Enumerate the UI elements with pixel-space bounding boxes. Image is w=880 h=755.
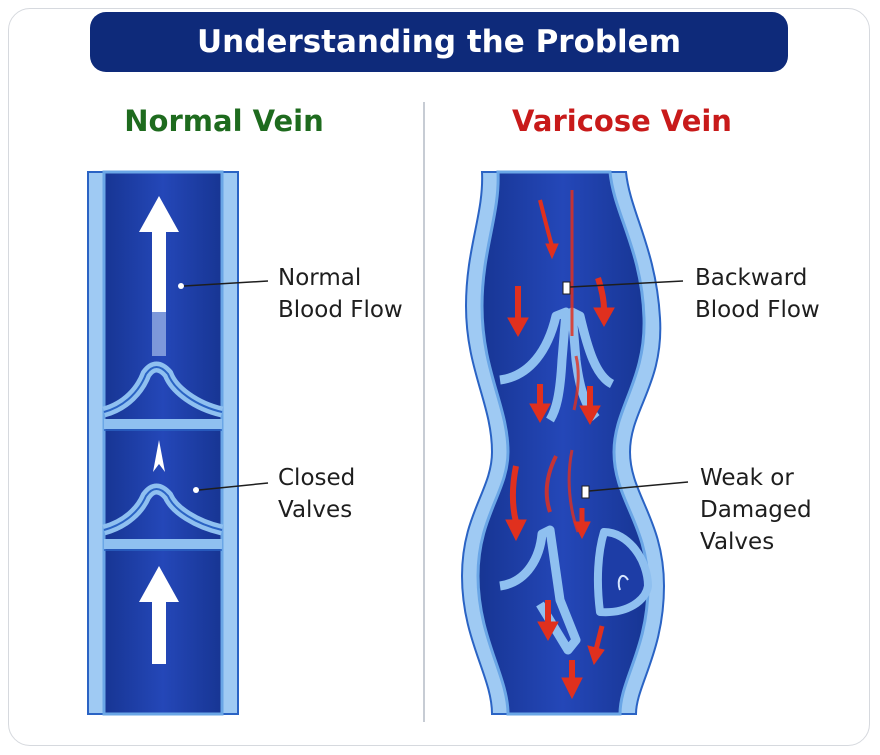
closed-valves-pointer [193, 487, 199, 493]
varicose-vein [460, 170, 689, 716]
normal-blood-flow-line-2: Blood Flow [278, 297, 403, 323]
closed-valves-line-1: Closed [278, 465, 356, 491]
normal-flow-pointer [178, 283, 184, 289]
normal-blood-flow-label: Normal Blood Flow [278, 262, 403, 326]
title-banner [90, 12, 788, 72]
normal-vein [87, 170, 269, 716]
damaged-valves-line-2: Damaged [700, 497, 812, 523]
closed-valves-leader [198, 482, 269, 491]
backward-flow-leader [569, 280, 684, 288]
closed-valves-line-2: Valves [278, 497, 353, 523]
normal-valve-upper [102, 361, 224, 431]
damaged-valves-pointer [581, 485, 590, 499]
normal-vein-heading: Normal Vein [124, 104, 324, 138]
damaged-valves-line-1: Weak or [700, 465, 794, 491]
backward-flow-pointer [562, 281, 571, 295]
damaged-valves-leader [588, 481, 689, 492]
normal-flow-arrow-bottom [139, 566, 179, 664]
page-title: Understanding the Problem [196, 24, 682, 60]
damaged-valves-line-3: Valves [700, 529, 775, 555]
backward-flow-arrows [505, 190, 615, 700]
normal-flow-arrow-top [139, 196, 179, 356]
varicose-vein-heading: Varicose Vein [512, 104, 732, 138]
panel-divider [423, 102, 425, 722]
normal-flow-leader [183, 280, 269, 287]
varicose-valve-lower [499, 525, 652, 655]
normal-flow-arrow-small [153, 440, 165, 472]
backward-blood-flow-line-1: Backward [695, 265, 808, 291]
normal-blood-flow-line-1: Normal [278, 265, 362, 291]
varicose-valve-upper [499, 307, 615, 423]
backward-blood-flow-line-2: Blood Flow [695, 297, 820, 323]
backward-blood-flow-label: Backward Blood Flow [695, 262, 820, 326]
damaged-valves-label: Weak or Damaged Valves [700, 462, 812, 558]
normal-valve-lower [102, 483, 224, 551]
closed-valves-label: Closed Valves [278, 462, 355, 526]
